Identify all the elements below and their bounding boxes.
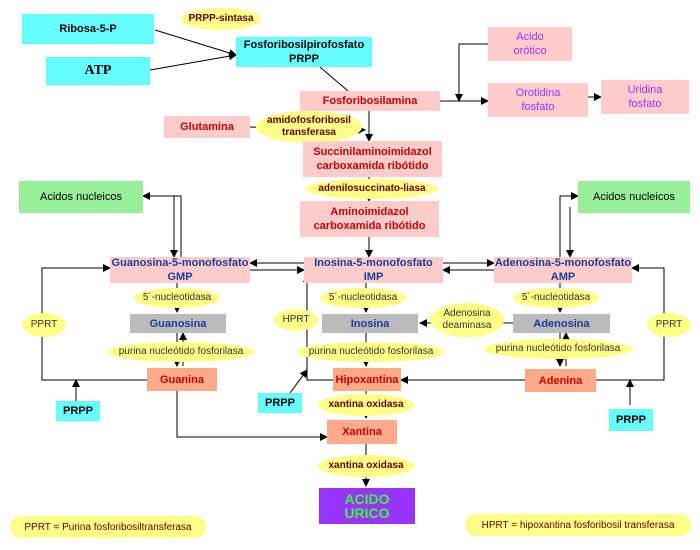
guanina-node: Guanina: [147, 368, 217, 391]
imp-line2: IMP: [363, 271, 384, 283]
glutamina-label: Glutamina: [180, 121, 234, 133]
adenosina-deaminasa-enzyme: Adenosina deaminasa: [430, 303, 504, 337]
pprt-left-enzyme: PPRT: [22, 313, 66, 337]
orotidina-fosfato-node: Orotidina fosfato: [488, 83, 588, 117]
prpp-right-node: PRPP: [609, 409, 653, 431]
xantina-oxidasa-1-enzyme: xantina oxidasa: [318, 394, 414, 416]
succinilaminoimidazol-node: Succinilaminoimidazol carboxamida ribóti…: [303, 141, 442, 177]
xantina-oxidasa-2-label: xantina oxidasa: [328, 460, 404, 471]
gmp-line1: Guanosina-5-monofosfato: [111, 257, 249, 269]
adenosina-deam-line2: deaminasa: [442, 320, 492, 331]
inosina-label: Inosina: [350, 317, 390, 330]
pprt-right-label: PPRT: [655, 319, 683, 330]
atp-node: ATP: [46, 57, 150, 85]
xantina-label: Xantina: [342, 426, 382, 438]
imp-line1: Inosina-5-monofosfato: [314, 257, 433, 269]
amp-node: Adenosina-5-monofosfato AMP: [494, 257, 632, 283]
pnf-right-enzyme: purina nucleótido fosforilasa: [484, 339, 632, 359]
hprt-legend: HPRT = hipoxantina fosforibosil transfer…: [465, 514, 691, 536]
amino-line1: Aminoimidazol: [330, 206, 409, 218]
atp-label: ATP: [84, 63, 112, 78]
ribosa-5-p-node: Ribosa-5-P: [22, 14, 154, 44]
pprt-right-enzyme: PPRT: [647, 313, 691, 337]
adenosina-deam-line1: Adenosina: [443, 308, 491, 319]
adenina-node: Adenina: [525, 369, 596, 392]
xantina-oxidasa-1-label: xantina oxidasa: [328, 399, 404, 410]
pprt-legend-text: PPRT = Purina fosforibosiltransferasa: [24, 521, 192, 533]
glutamina-node: Glutamina: [164, 116, 250, 138]
fosforibosilamina-node: Fosforibosilamina: [300, 91, 440, 111]
amidofosforibosil-transferasa-enzyme: amidofosforibosil transferasa: [256, 111, 362, 143]
prpp-line2: PRPP: [289, 53, 319, 65]
adenosina-label: Adenosina: [533, 317, 590, 330]
ribosa-label: Ribosa-5-P: [59, 23, 117, 35]
prpp-line1: Fosforibosilpirofosfato: [243, 39, 365, 51]
acidos-right-label: Acidos nucleicos: [593, 191, 675, 203]
prpp-right-label: PRPP: [616, 414, 646, 426]
uridina-line2: fosfato: [628, 98, 662, 110]
acido-orotico-line2: orótico: [513, 45, 547, 57]
acidos-left-label: Acidos nucleicos: [40, 191, 122, 203]
guanosina-label: Guanosina: [149, 317, 207, 330]
prpp-left-node: PRPP: [56, 401, 100, 421]
prpp-sintasa-label: PRPP-sintasa: [188, 13, 254, 24]
acido-orotico-line1: Acido: [516, 31, 544, 43]
orotidina-line2: fosfato: [521, 101, 555, 113]
amido-line2: transferasa: [282, 127, 336, 138]
prpp-sintasa-enzyme: PRPP-sintasa: [181, 8, 261, 30]
prpp-mid-node: PRPP: [258, 393, 302, 413]
adenina-label: Adenina: [538, 374, 583, 387]
adenosina-node: Adenosina: [513, 314, 610, 333]
xantina-oxidasa-2-enzyme: xantina oxidasa: [318, 455, 414, 477]
nuc-right-label: 5´-nucleotidasa: [521, 292, 591, 303]
pprt-left-label: PPRT: [30, 319, 58, 330]
aminoimidazol-node: Aminoimidazol carboxamida ribótido: [300, 201, 439, 237]
succ-line1: Succinilaminoimidazol: [313, 146, 432, 158]
pprt-legend: PPRT = Purina fosforibosiltransferasa: [10, 516, 206, 538]
nuc-mid-label: 5´-nucleotidasa: [328, 292, 398, 303]
hprt-enzyme: HPRT: [274, 309, 318, 331]
pnf-left-enzyme: purina nucleótido fosforilasa: [107, 342, 255, 362]
guanina-label: Guanina: [159, 373, 204, 386]
prpp-mid-label: PRPP: [265, 397, 295, 409]
amido-line1: amidofosforibosil: [267, 115, 351, 126]
prpp-left-label: PRPP: [63, 405, 93, 417]
prpp-node: Fosforibosilpirofosfato PRPP: [236, 37, 372, 67]
amp-line2: AMP: [550, 271, 576, 283]
acidos-nucleicos-right-node: Acidos nucleicos: [578, 181, 690, 213]
pnf-mid-label: purina nucleótido fosforilasa: [308, 346, 434, 357]
uridina-line1: Uridina: [627, 84, 663, 96]
orotidina-line1: Orotidina: [515, 87, 561, 99]
acido-urico-line1: ACIDO: [344, 491, 390, 507]
gmp-line2: GMP: [167, 271, 193, 283]
pnf-left-label: purina nucleótido fosforilasa: [118, 346, 244, 357]
guanosina-node: Guanosina: [130, 314, 226, 333]
amino-line2: carboxamida ribótido: [313, 220, 426, 232]
hprt-label: HPRT: [282, 314, 310, 325]
pnf-mid-enzyme: purina nucleótido fosforilasa: [297, 342, 445, 362]
succ-line2: carboxamida ribótido: [316, 160, 429, 172]
nucleotidasa-left-enzyme: 5´-nucleotidasa: [134, 288, 220, 308]
acidos-nucleicos-left-node: Acidos nucleicos: [19, 181, 143, 213]
hprt-legend-text: HPRT = hipoxantina fosforibosil transfer…: [481, 519, 675, 531]
gmp-node: Guanosina-5-monofosfato GMP: [110, 257, 250, 283]
nucleotidasa-right-enzyme: 5´-nucleotidasa: [513, 288, 599, 308]
nucleotidasa-mid-enzyme: 5´-nucleotidasa: [320, 288, 406, 308]
acido-urico-line2: URICO: [344, 505, 390, 521]
amp-line1: Adenosina-5-monofosfato: [494, 257, 632, 269]
inosina-node: Inosina: [322, 314, 418, 333]
acido-urico-node: ACIDO URICO: [319, 488, 415, 524]
pnf-right-label: purina nucleótido fosforilasa: [495, 343, 621, 354]
hipoxantina-node: Hipoxantina: [333, 368, 401, 391]
acido-orotico-node: Acido orótico: [488, 27, 572, 61]
imp-node: Inosina-5-monofosfato IMP: [304, 257, 443, 283]
nuc-left-label: 5´-nucleotidasa: [142, 292, 212, 303]
adenilosuccinato-label: adenilosuccinato-liasa: [318, 183, 426, 194]
hipoxantina-label: Hipoxantina: [335, 373, 399, 386]
fosforibosilamina-label: Fosforibosilamina: [322, 95, 418, 107]
xantina-node: Xantina: [327, 420, 397, 444]
uridina-fosfato-node: Uridina fosfato: [601, 80, 689, 114]
adenilosuccinato-liasa-enzyme: adenilosuccinato-liasa: [306, 179, 438, 199]
